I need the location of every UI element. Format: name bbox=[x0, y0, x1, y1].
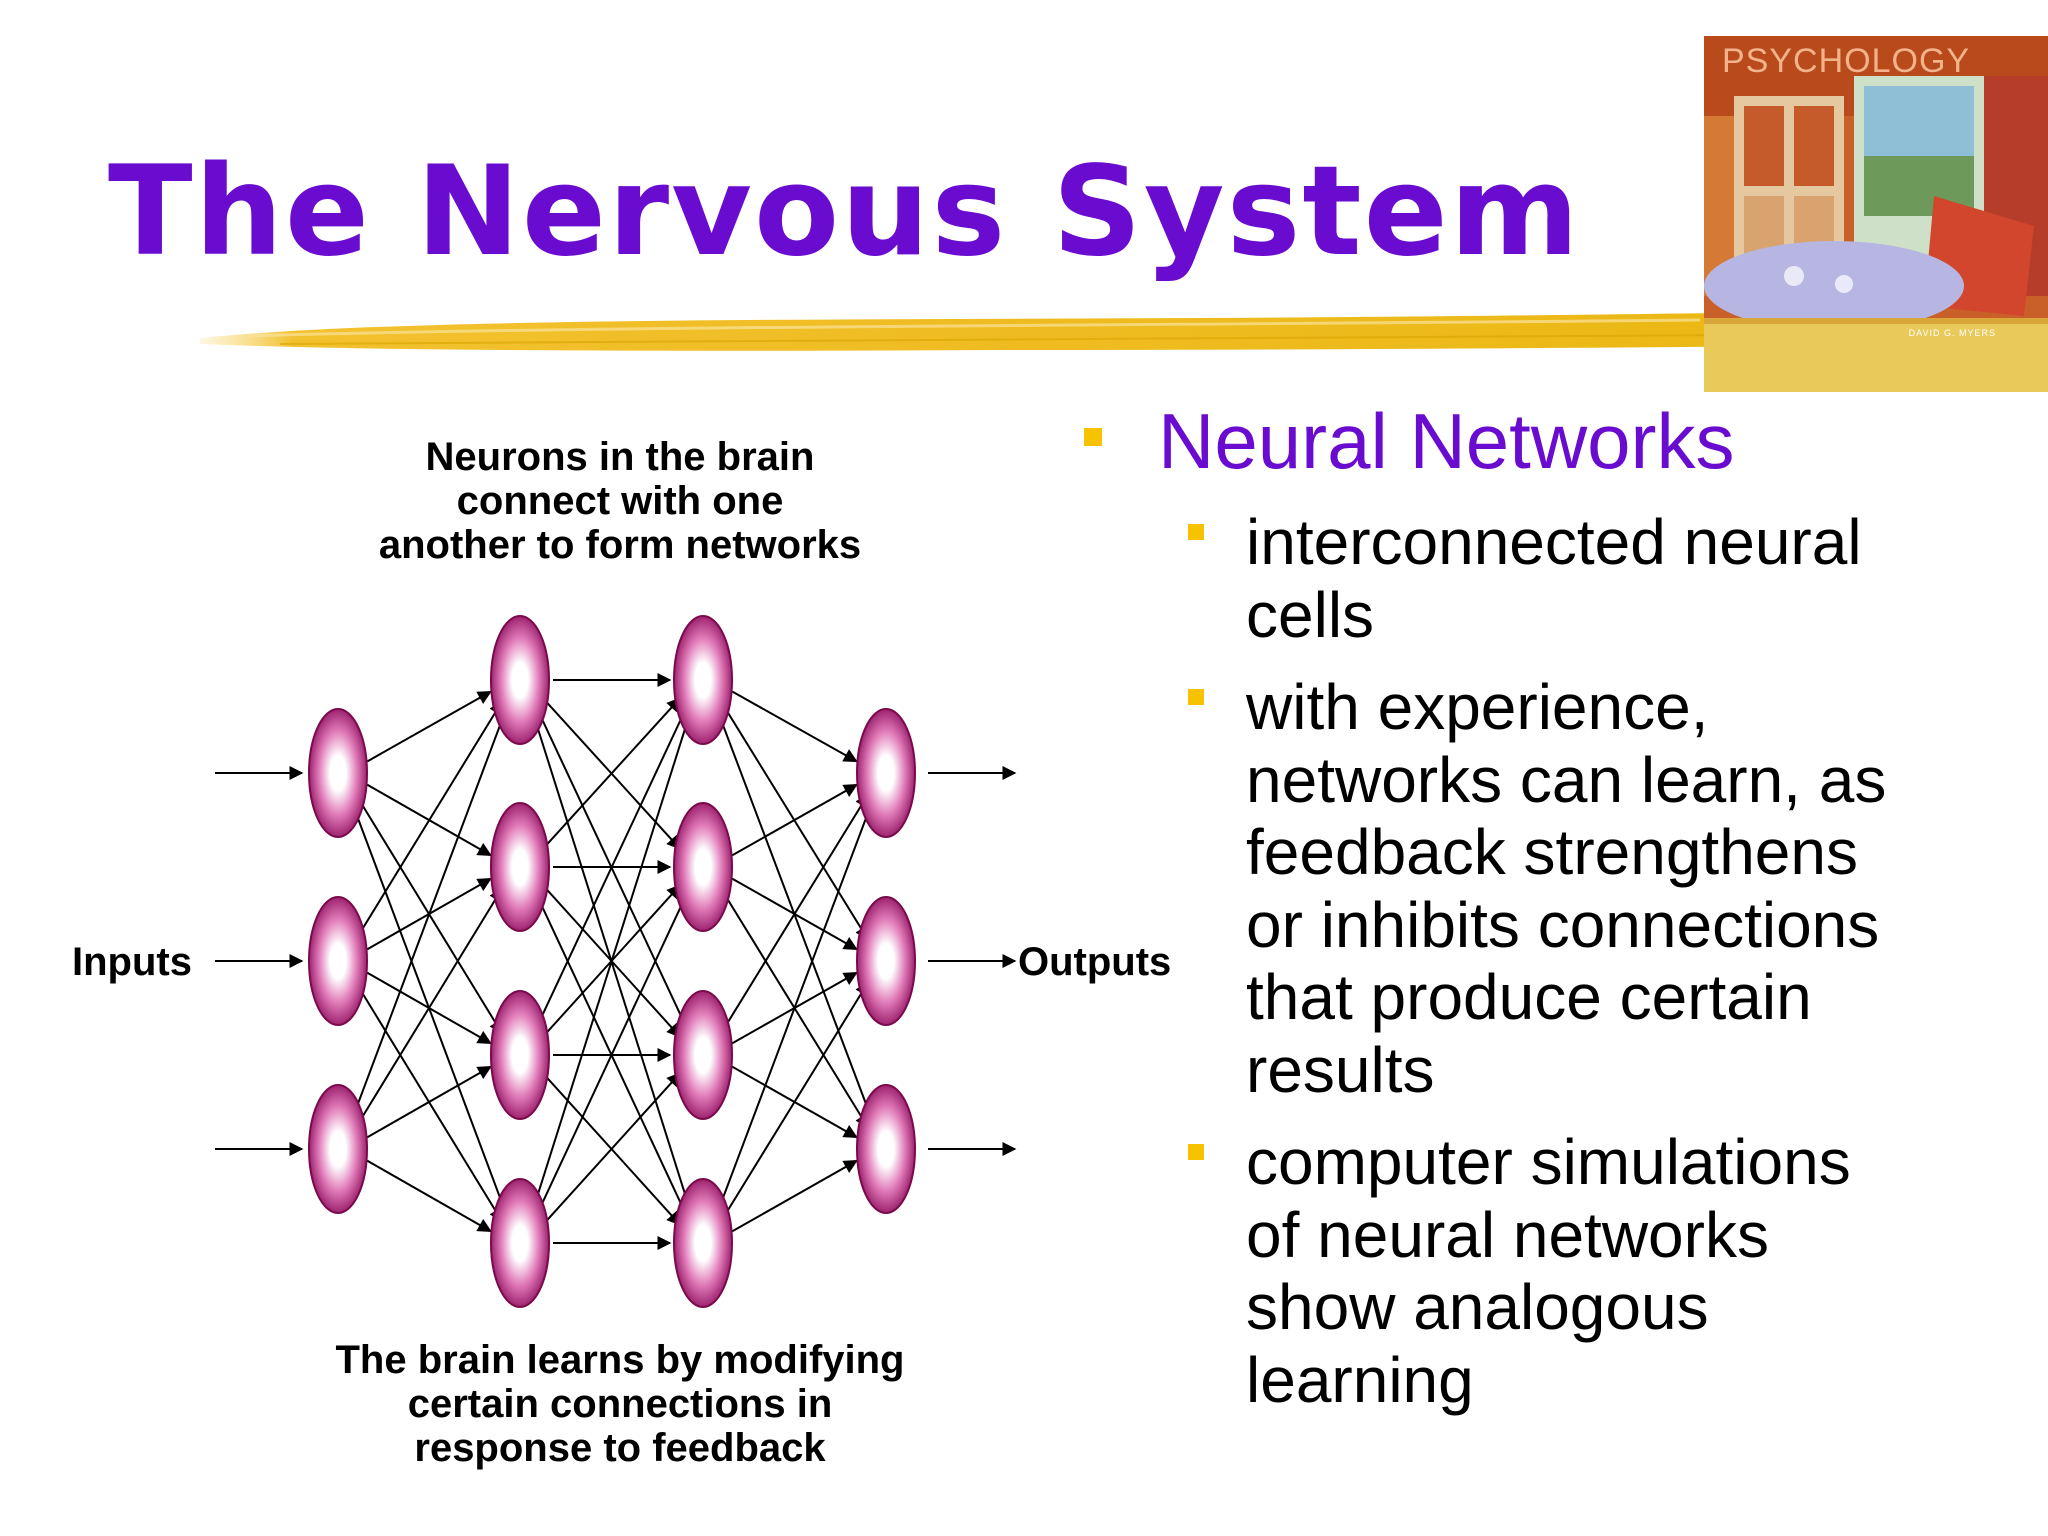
connection-arrow bbox=[542, 1072, 681, 1226]
connection-arrow bbox=[355, 700, 503, 941]
bullet-line: that produce certain bbox=[1246, 961, 1812, 1033]
cover-author: DAVID G. MYERS bbox=[1908, 328, 1996, 338]
connection-arrow bbox=[720, 793, 869, 1035]
outputs-label: Outputs bbox=[1018, 940, 1172, 984]
neuron-node bbox=[673, 990, 733, 1120]
connection-arrow bbox=[542, 697, 681, 850]
sub-bullet: with experience, networks can learn, as … bbox=[1188, 671, 2048, 1106]
bullet-line: or inhibits connections bbox=[1246, 888, 1880, 961]
connection-arrow bbox=[366, 1065, 492, 1139]
neuron-node bbox=[308, 708, 368, 838]
bullet-square-icon bbox=[1084, 428, 1102, 446]
caption-line: connect with one bbox=[456, 479, 784, 523]
neuron-node bbox=[856, 1084, 916, 1214]
connection-arrow bbox=[349, 702, 511, 1126]
neuron-node bbox=[673, 1178, 733, 1308]
bullet-line: results bbox=[1246, 1033, 1435, 1106]
brush-stroke-underline bbox=[200, 308, 2048, 351]
bullet-square-icon bbox=[1188, 1144, 1204, 1160]
sub-bullet-list: interconnected neural cells with experie… bbox=[1188, 506, 2048, 1416]
bullet-line: interconnected neural bbox=[1246, 506, 1862, 578]
connection-arrow bbox=[366, 690, 492, 763]
bullet-square-icon bbox=[1188, 524, 1204, 540]
caption-line: certain connections in bbox=[407, 1382, 833, 1426]
bullet-heading: Neural Networks bbox=[1158, 397, 1735, 485]
bullet-square-icon bbox=[1188, 689, 1204, 705]
connection-arrow bbox=[529, 703, 696, 1219]
neuron-node bbox=[308, 896, 368, 1026]
neural-network-diagram bbox=[215, 615, 1017, 1308]
bullet-line: of neural networks bbox=[1246, 1198, 1769, 1271]
neuron-node bbox=[856, 708, 916, 838]
connection-arrow bbox=[731, 690, 858, 763]
neuron-node bbox=[673, 615, 733, 745]
bullet-line: networks can learn, as bbox=[1246, 743, 1887, 816]
caption-line: The brain learns by modifying bbox=[335, 1338, 905, 1382]
neuron-node bbox=[490, 1178, 550, 1308]
cover-title: PSYCHOLOGY bbox=[1722, 42, 1971, 80]
caption-line: Neurons in the brain bbox=[425, 435, 815, 479]
connection-arrow bbox=[731, 1159, 858, 1233]
neuron-node bbox=[490, 990, 550, 1120]
bullet-line: show analogous bbox=[1246, 1271, 1709, 1343]
sub-bullet: computer simulations of neural networks … bbox=[1188, 1126, 2048, 1416]
neuron-node bbox=[490, 615, 550, 745]
bullet-line: learning bbox=[1246, 1343, 1474, 1416]
bullet-line: feedback strengthens bbox=[1246, 816, 1858, 888]
connection-arrow bbox=[533, 888, 690, 1221]
neuron-node bbox=[856, 896, 916, 1026]
connection-arrow bbox=[714, 795, 877, 1220]
connection-arrow bbox=[720, 981, 869, 1223]
psychology-book-cover: PSYCHOLOGY DAVID G. MYERS bbox=[1704, 36, 2048, 392]
connection-arrow bbox=[731, 783, 858, 857]
diagram-caption-bottom: The brain learns by modifying certain co… bbox=[270, 1338, 970, 1470]
neuron-node bbox=[308, 1084, 368, 1214]
inputs-label: Inputs bbox=[72, 940, 192, 984]
neuron-node bbox=[490, 802, 550, 932]
connection-arrow bbox=[366, 1159, 492, 1233]
connection-arrow bbox=[533, 701, 690, 1033]
bullet-line: cells bbox=[1246, 578, 1375, 651]
caption-line: response to feedback bbox=[414, 1426, 826, 1470]
bullet-line: computer simulations bbox=[1246, 1126, 1851, 1198]
sub-bullet: interconnected neural cells bbox=[1188, 506, 2048, 651]
bullet-line: with experience, bbox=[1246, 671, 1709, 743]
caption-line: another to form networks bbox=[378, 523, 862, 567]
slide-title: The Nervous System bbox=[108, 140, 1581, 284]
neuron-node bbox=[673, 802, 733, 932]
diagram-caption-top: Neurons in the brain connect with one an… bbox=[310, 435, 930, 567]
connection-arrow bbox=[355, 887, 503, 1129]
